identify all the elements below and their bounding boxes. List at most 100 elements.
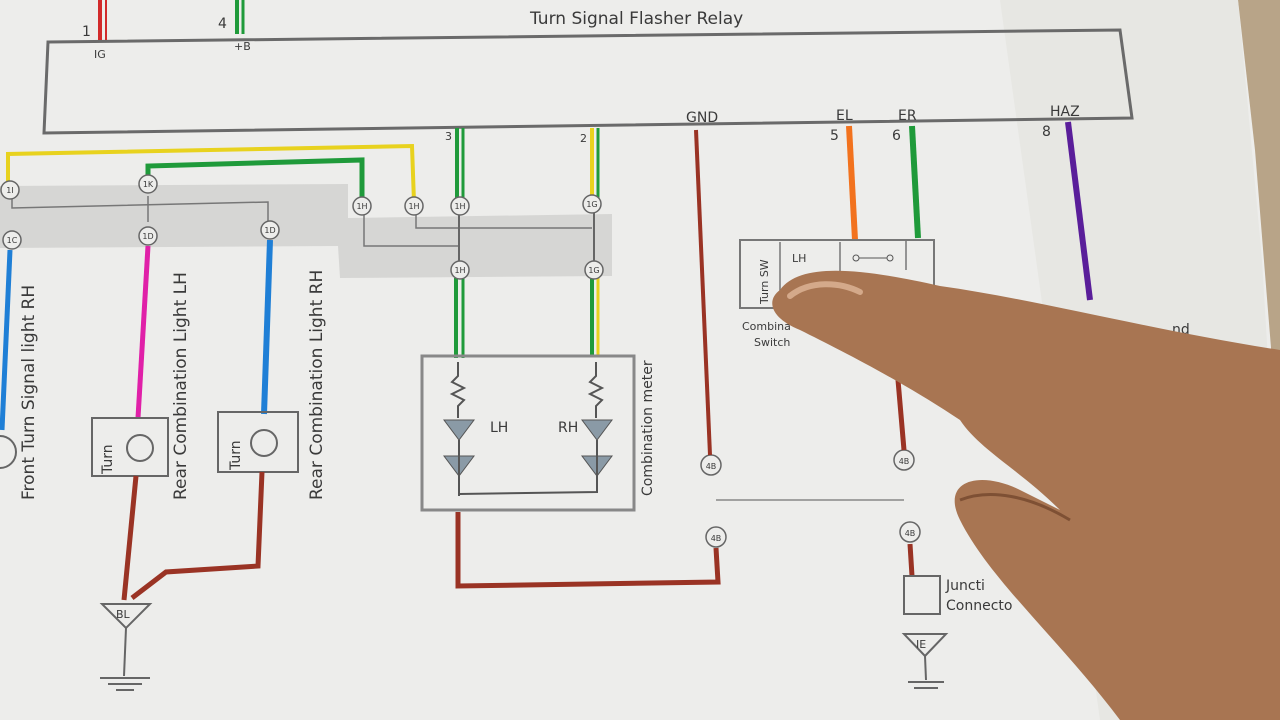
wire-rear-rh-ground: [130, 471, 265, 600]
meter-rh-label: RH: [558, 420, 578, 436]
junction-label-line1: Juncti: [945, 578, 985, 594]
pencil-line-1: [11, 198, 269, 222]
pointing-hand: [772, 270, 1280, 720]
pin-2-number: 2: [580, 132, 587, 145]
connector-12-label: 4B: [706, 462, 717, 471]
pin-el-label: EL: [836, 108, 853, 124]
ground-bl-label: BL: [116, 608, 131, 621]
connector-circle-2: [138, 174, 158, 194]
pencil-line-3: [363, 212, 460, 247]
pencil-line-4: [415, 212, 592, 229]
connector-circle-12: [700, 454, 722, 476]
connector-14-label: 4B: [899, 457, 910, 466]
connector-10-label: 1H: [454, 266, 465, 275]
wire-gnd-brown: [694, 129, 712, 456]
connector-circle-5: [450, 196, 470, 216]
wire-junction-brown: [895, 379, 907, 451]
wire-er-green: [909, 125, 921, 239]
combination-meter-label: Combination meter: [640, 360, 656, 496]
meter-lh-led1-icon: [443, 419, 475, 441]
junction-label-line2: Connecto: [946, 598, 1012, 614]
connector-circle-3: [352, 196, 372, 216]
connector-circle-1: [0, 180, 20, 200]
fingernail-highlight: [787, 281, 863, 299]
relay-box: [42, 28, 1134, 135]
connector-8-label: 1D: [142, 232, 153, 241]
connector-4-label: 1H: [408, 202, 419, 211]
meter-lh-label: LH: [490, 420, 508, 436]
wire-el-orange: [846, 125, 858, 241]
ground-bl-marker: [99, 603, 153, 630]
connector-13-label: 4B: [711, 534, 722, 543]
connector-15-label: 4B: [905, 529, 916, 538]
connector-circle-11: [584, 260, 604, 280]
hand-skin: [772, 270, 1280, 720]
wire-junction-brown-2: [907, 543, 915, 577]
combination-meter-box: [420, 354, 636, 512]
ground-bl-symbol-icon: [100, 677, 150, 691]
switch-turn-sw-label: Turn SW: [758, 259, 771, 305]
pin-ig-label: IG: [94, 48, 106, 61]
pin-b-number: 4: [218, 16, 227, 32]
pin-gnd-label: GND: [686, 110, 718, 126]
wire-rear-lh-pink: [135, 245, 151, 419]
connector-6-label: 1G: [586, 200, 597, 209]
connector-circle-10: [450, 260, 470, 280]
rear-lh-turn-label: Turn: [100, 444, 116, 475]
connector-2-label: 1K: [143, 180, 154, 189]
ground-ie-marker: [901, 633, 949, 658]
connector-11-label: 1G: [588, 266, 599, 275]
rear-rh-label: Rear Combination Light RH: [307, 270, 327, 500]
ground-ie-label: IE: [916, 638, 926, 651]
connector-circle-7: [2, 230, 22, 250]
wire-rear-lh-ground: [121, 475, 139, 601]
connector-circle-9: [260, 220, 280, 240]
rear-rh-turn-label: Turn: [228, 440, 244, 471]
connector-3-label: 1H: [356, 202, 367, 211]
ground-ie-line: [924, 655, 927, 681]
ground-ie-symbol-icon: [908, 681, 944, 689]
thumb-crease: [959, 493, 1071, 522]
pin-el-number: 5: [830, 128, 839, 144]
connector-circle-8: [138, 226, 158, 246]
rear-rh-lamp-box: [217, 411, 299, 473]
pin-er-label: ER: [898, 108, 917, 124]
connector-1-label: 1I: [6, 186, 13, 195]
pin-ig-number: 1: [82, 24, 91, 40]
meter-rh-resistor-icon: [587, 362, 605, 418]
wire-yellow-loop: [6, 143, 416, 203]
rear-lh-bulb-icon: [126, 434, 154, 462]
wire-meter-ground: [455, 512, 721, 589]
pin-haz-label: HAZ: [1050, 104, 1080, 120]
meter-lh-resistor-icon: [449, 362, 467, 418]
switch-label-line1: Combina: [742, 320, 791, 333]
rear-rh-bulb-icon: [250, 429, 278, 457]
connector-circle-6: [582, 194, 602, 214]
pin-haz-number: 8: [1042, 124, 1051, 140]
wire-rear-rh-blue: [261, 239, 273, 415]
front-rh-label: Front Turn Signal light RH: [19, 285, 39, 500]
wire-haz-purple: [1065, 121, 1093, 301]
meter-led-common: [458, 440, 598, 496]
ground-bl-line: [123, 627, 127, 677]
rear-lh-label: Rear Combination Light LH: [171, 272, 191, 500]
connector-circle-15: [899, 521, 921, 543]
wire-front-rh-blue: [0, 249, 13, 431]
junction-connector-box: [903, 575, 941, 615]
pin-b-label: +B: [234, 40, 251, 53]
pin-3-number: 3: [445, 130, 452, 143]
rear-lh-lamp-box: [91, 417, 169, 477]
meter-rh-led1-icon: [581, 419, 613, 441]
relay-title: Turn Signal Flasher Relay: [529, 9, 743, 29]
switch-label-line2: Switch: [754, 336, 790, 349]
connector-5-label: 1H: [454, 202, 465, 211]
connector-circle-4: [404, 196, 424, 216]
connector-circle-13: [705, 526, 727, 548]
connector-9-label: 1D: [264, 226, 275, 235]
front-rh-lamp: [0, 435, 17, 469]
pin-er-number: 6: [892, 128, 901, 144]
switch-lh-label: LH: [792, 252, 806, 265]
